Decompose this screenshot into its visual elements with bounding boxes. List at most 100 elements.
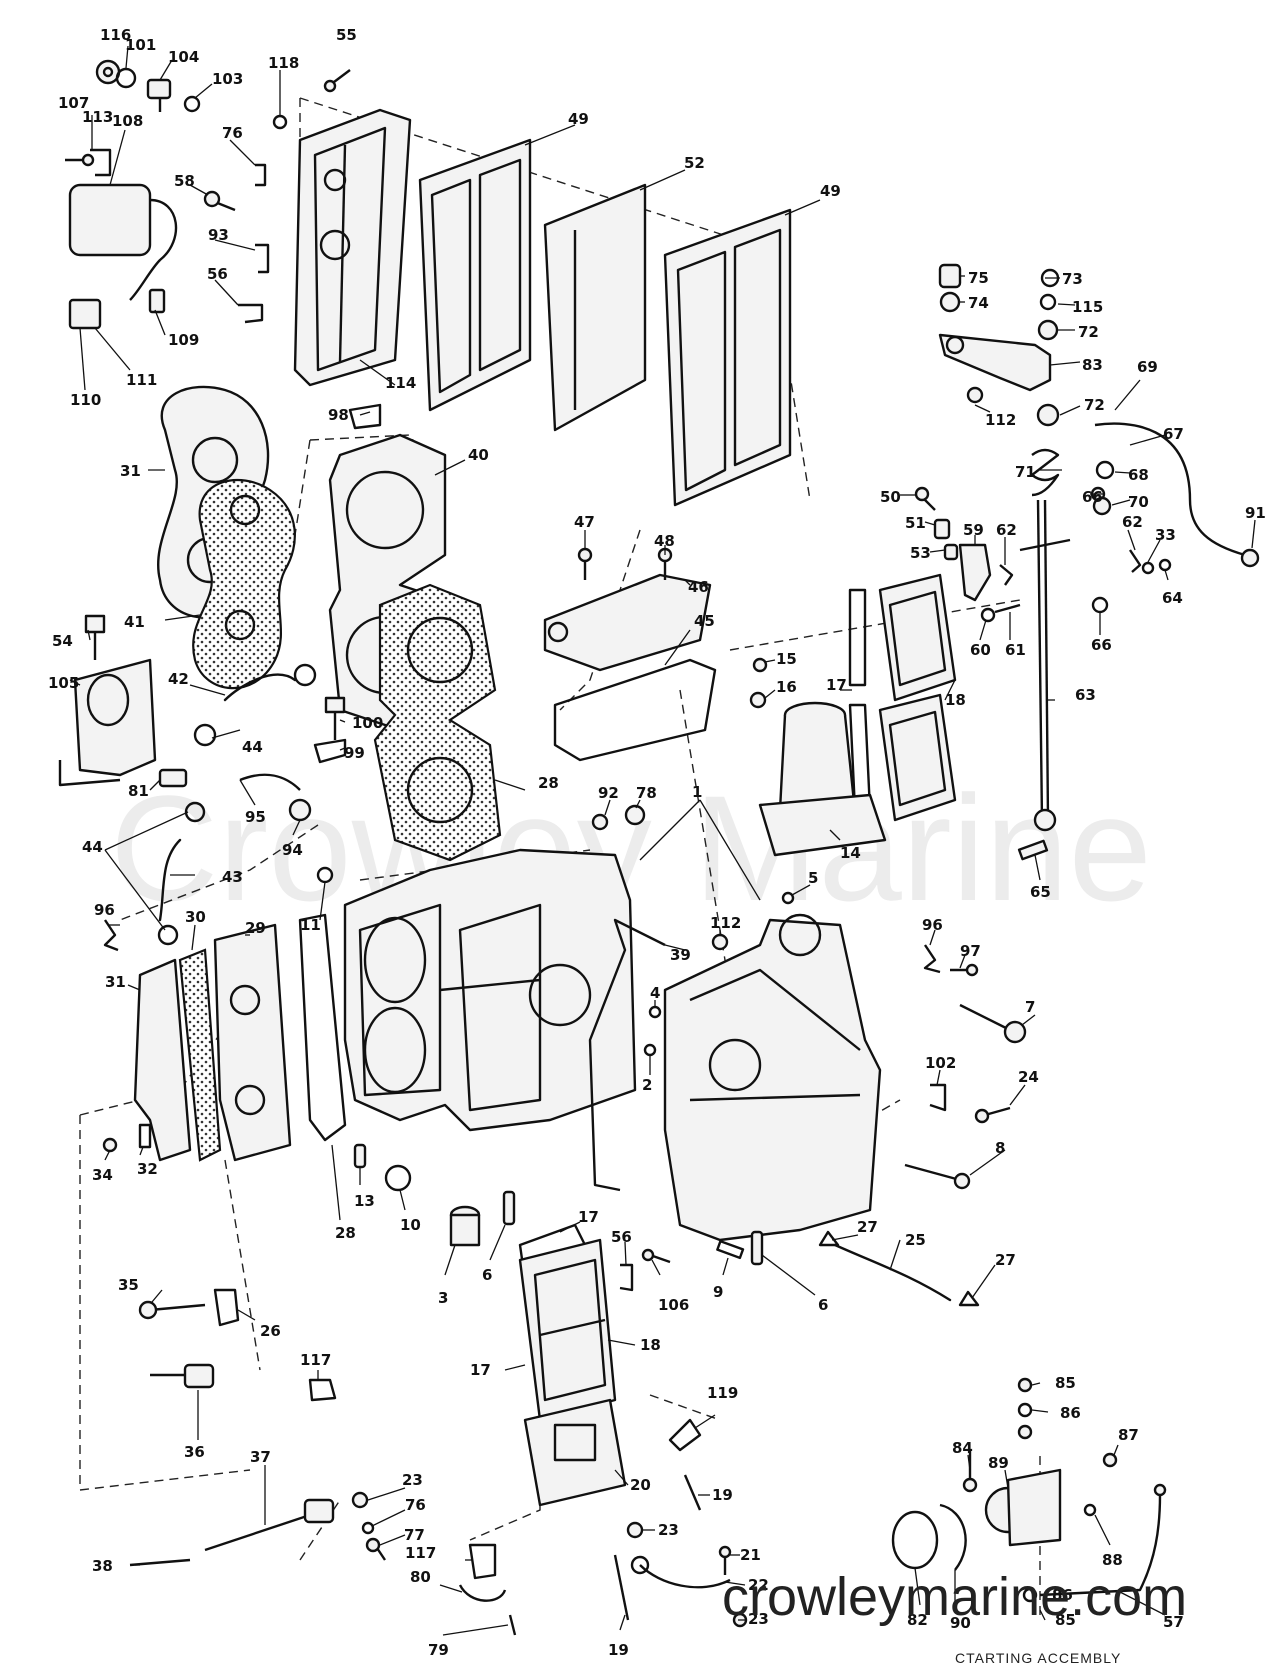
callout-66: 66 bbox=[1091, 636, 1112, 654]
gasket-41 bbox=[192, 478, 296, 690]
callout-116: 116 bbox=[100, 26, 131, 44]
screw-106 bbox=[641, 1248, 671, 1264]
pin-38 bbox=[129, 1558, 191, 1567]
callout-24: 24 bbox=[1018, 1068, 1039, 1086]
wire-39 bbox=[588, 918, 666, 1192]
callout-53: 53 bbox=[910, 544, 931, 562]
callout-1: 1 bbox=[692, 783, 702, 801]
callout-72: 72 bbox=[1084, 396, 1105, 414]
callout-44: 44 bbox=[242, 738, 263, 756]
callout-102: 102 bbox=[925, 1054, 956, 1072]
clip-98 bbox=[348, 403, 382, 430]
callout-72: 72 bbox=[1078, 323, 1099, 341]
nut-85a bbox=[1017, 1377, 1033, 1393]
callout-56: 56 bbox=[207, 265, 228, 283]
callout-104: 104 bbox=[168, 48, 199, 66]
hose-43 bbox=[158, 838, 182, 922]
callout-49: 49 bbox=[820, 182, 841, 200]
callout-76: 76 bbox=[405, 1496, 426, 1514]
callout-25: 25 bbox=[905, 1231, 926, 1249]
gasket-28b bbox=[298, 913, 347, 1142]
callout-110: 110 bbox=[70, 391, 101, 409]
transfer-cover-18 bbox=[518, 1238, 617, 1422]
washer-68 bbox=[1095, 460, 1115, 480]
callout-76: 76 bbox=[222, 124, 243, 142]
plug-5 bbox=[781, 891, 795, 905]
callout-27: 27 bbox=[857, 1218, 878, 1236]
callout-96: 96 bbox=[94, 901, 115, 919]
callout-10: 10 bbox=[400, 1216, 421, 1234]
screw-107 bbox=[65, 153, 95, 167]
washer-88 bbox=[1083, 1503, 1097, 1517]
callout-96: 96 bbox=[922, 916, 943, 934]
gasket-30 bbox=[178, 948, 222, 1162]
bushing-72 bbox=[1037, 319, 1059, 341]
screw-34 bbox=[102, 1137, 118, 1153]
callout-112: 112 bbox=[985, 411, 1016, 429]
callout-42: 42 bbox=[168, 670, 189, 688]
reed-block-18-lower bbox=[878, 693, 957, 822]
callout-114: 114 bbox=[385, 374, 416, 392]
callout-115: 115 bbox=[1072, 298, 1103, 316]
callout-21: 21 bbox=[740, 1546, 761, 1564]
callout-111: 111 bbox=[126, 371, 157, 389]
cable-37 bbox=[204, 1498, 335, 1552]
callout-33: 33 bbox=[1155, 526, 1176, 544]
gasket-49-lower bbox=[663, 208, 792, 507]
screw-118 bbox=[272, 114, 288, 130]
callout-39: 39 bbox=[670, 946, 691, 964]
callout-109: 109 bbox=[168, 331, 199, 349]
callout-40: 40 bbox=[468, 446, 489, 464]
clamp-44a bbox=[193, 723, 217, 747]
clamp-44b bbox=[293, 663, 317, 687]
clip-103 bbox=[183, 95, 201, 113]
callout-70: 70 bbox=[1128, 493, 1149, 511]
callout-108: 108 bbox=[112, 112, 143, 130]
callout-85: 85 bbox=[1055, 1611, 1076, 1629]
clip-76 bbox=[255, 163, 267, 187]
screw-79 bbox=[508, 1614, 517, 1636]
callout-30: 30 bbox=[185, 908, 206, 926]
callout-65: 65 bbox=[1030, 883, 1051, 901]
callout-106: 106 bbox=[658, 1296, 689, 1314]
nut-33 bbox=[1141, 561, 1155, 575]
callout-51: 51 bbox=[905, 514, 926, 532]
nut-78 bbox=[624, 804, 646, 826]
pin-9 bbox=[716, 1239, 745, 1260]
pin-2 bbox=[643, 1043, 657, 1057]
callout-19: 19 bbox=[712, 1486, 733, 1504]
hose-25 bbox=[833, 1243, 952, 1302]
callout-7: 7 bbox=[1025, 998, 1035, 1016]
callout-20: 20 bbox=[630, 1476, 651, 1494]
callout-36: 36 bbox=[184, 1443, 205, 1461]
callout-77: 77 bbox=[404, 1526, 425, 1544]
spring-51 bbox=[933, 518, 951, 540]
bracket-113 bbox=[90, 148, 112, 177]
cover-14 bbox=[758, 701, 887, 857]
callout-80: 80 bbox=[410, 1568, 431, 1586]
spring-71 bbox=[1030, 448, 1060, 497]
clamp-80 bbox=[458, 1584, 507, 1602]
sensor-36 bbox=[150, 1363, 215, 1389]
callout-93: 93 bbox=[208, 226, 229, 244]
callout-13: 13 bbox=[354, 1192, 375, 1210]
band-82 bbox=[891, 1510, 939, 1570]
screw-92 bbox=[591, 813, 609, 831]
nut-87 bbox=[1102, 1452, 1118, 1468]
callout-29: 29 bbox=[245, 919, 266, 937]
callout-119: 119 bbox=[707, 1384, 738, 1402]
clip-62 bbox=[999, 564, 1014, 586]
callout-66: 66 bbox=[1082, 488, 1103, 506]
callout-44: 44 bbox=[82, 838, 103, 856]
hose-42 bbox=[223, 673, 297, 702]
plug-13 bbox=[353, 1143, 367, 1169]
screw-100 bbox=[324, 696, 346, 740]
callout-81: 81 bbox=[128, 782, 149, 800]
callout-87: 87 bbox=[1118, 1426, 1139, 1444]
callout-23: 23 bbox=[748, 1610, 769, 1628]
callout-68: 68 bbox=[1128, 466, 1149, 484]
callout-26: 26 bbox=[260, 1322, 281, 1340]
callout-79: 79 bbox=[428, 1641, 449, 1659]
clamp-27a bbox=[818, 1230, 840, 1247]
callout-31: 31 bbox=[120, 462, 141, 480]
